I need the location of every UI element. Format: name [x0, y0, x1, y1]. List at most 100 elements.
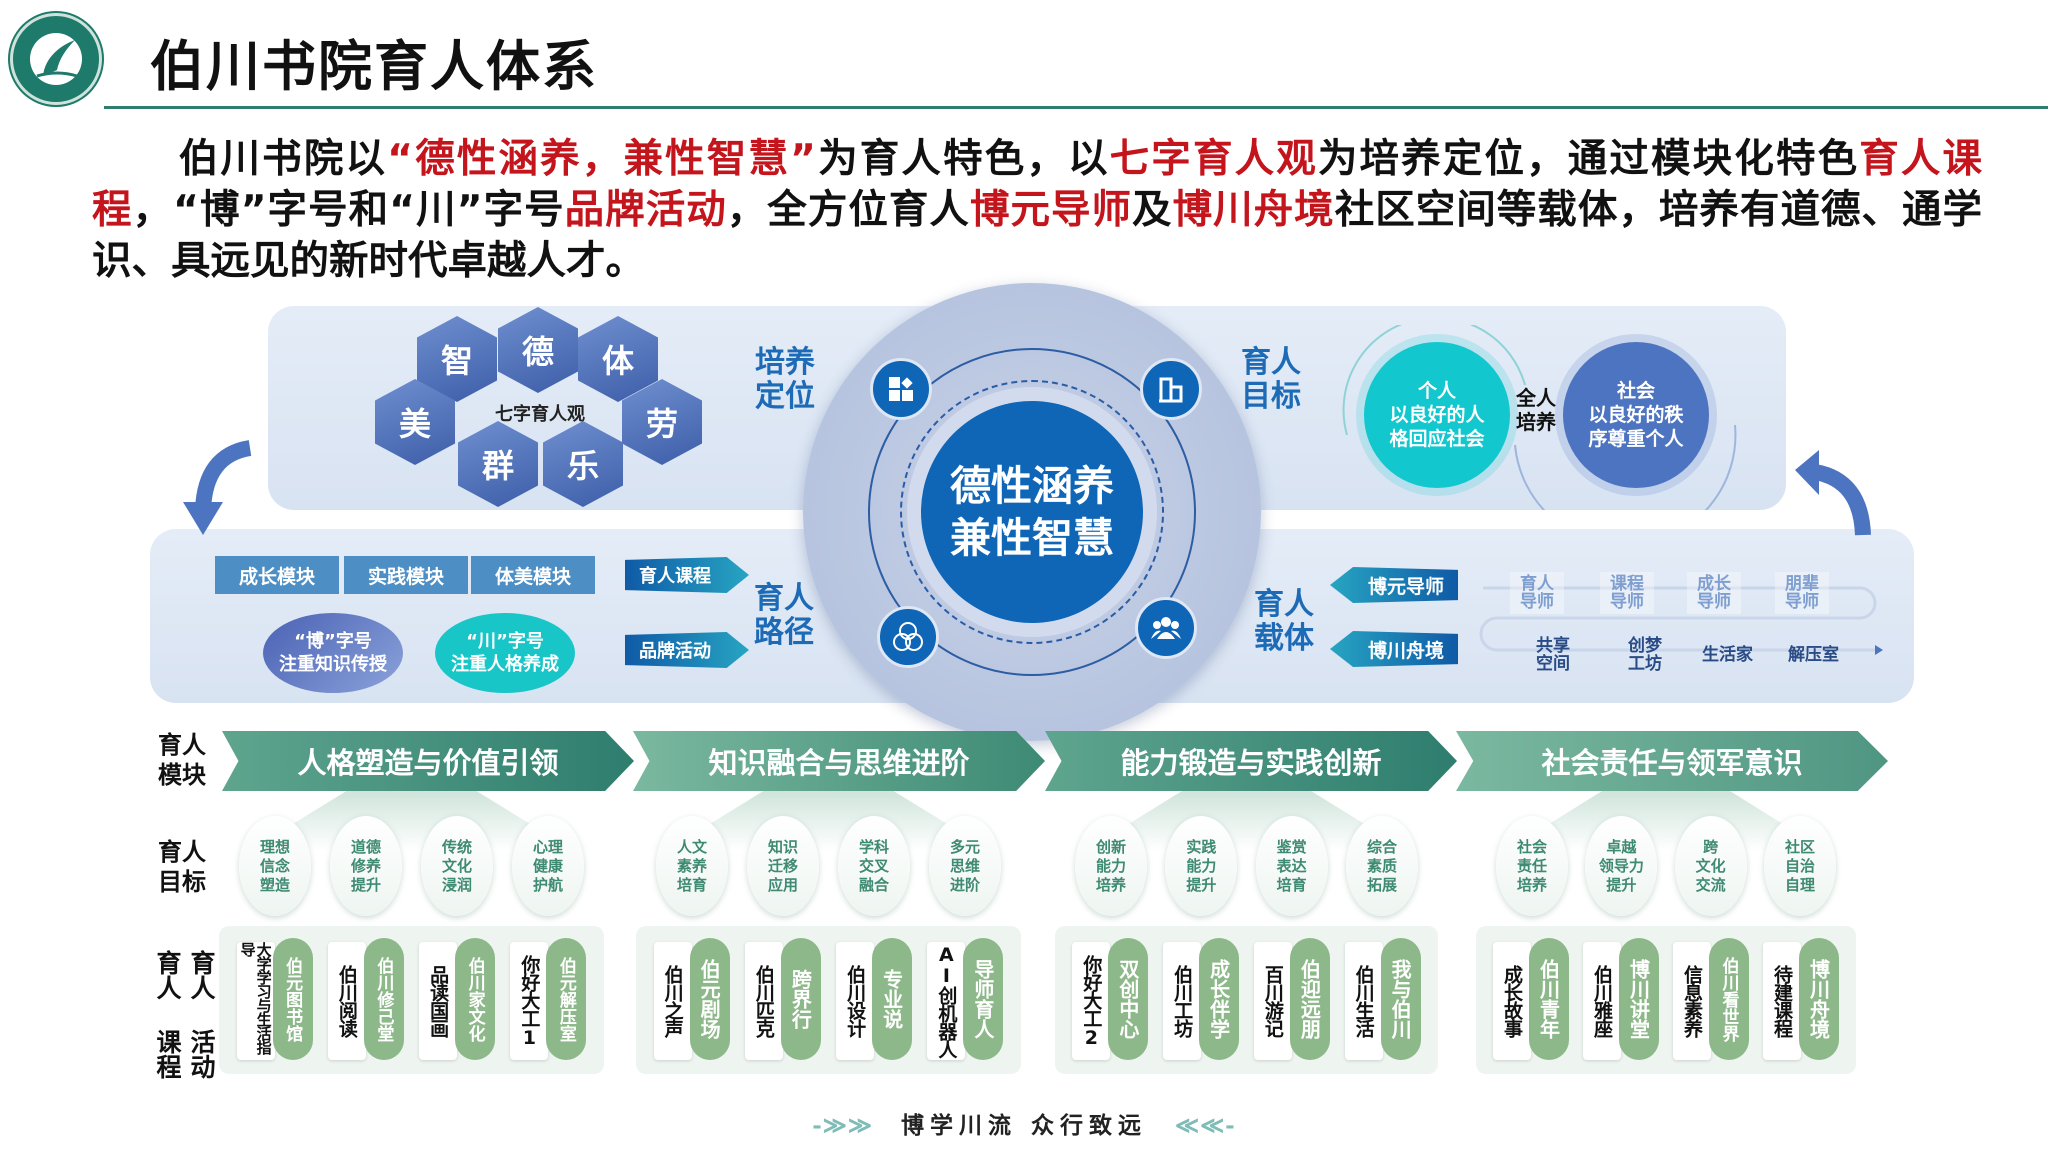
goal-ellipse: 多元 思维 进阶 — [929, 816, 1001, 916]
course-activity-pair: 大学学习与生活指导伯元图书馆 — [236, 938, 313, 1062]
intro-paragraph: 伯川书院以“德性涵养，兼性智慧”为育人特色，以七字育人观为培养定位，通过模块化特… — [92, 136, 1983, 284]
course-label: 百川游记 — [1253, 942, 1292, 1060]
footer-motto: -≫≫ 博学川流 众行致远 ≪≪- — [812, 1112, 1236, 1139]
space-item: 解压室 — [1788, 645, 1839, 665]
title-divider — [104, 106, 2048, 109]
label-positioning: 培养 定位 — [755, 345, 815, 414]
cycle-dashed-ring — [900, 380, 1164, 644]
activity-group: 成长故事伯川青年伯川雅座博川讲堂信息素养伯川看世界待建课程博川舟境 — [1476, 926, 1856, 1074]
row-label-goals: 育人 目标 — [158, 838, 206, 896]
space-item: 生活家 — [1702, 645, 1753, 665]
course-label: 你好大工1 — [510, 942, 549, 1060]
mentor-item: 育人 导师 — [1510, 572, 1564, 614]
core-motto: 德性涵养兼性智慧 — [921, 401, 1143, 623]
goal-ellipse: 心理 健康 护航 — [512, 816, 584, 916]
chuan-brand: “川”字号 注重人格养成 — [435, 613, 575, 693]
people-group-icon — [1135, 597, 1197, 659]
goal-cycle-arcs — [1342, 325, 1737, 510]
venn-circles-icon — [877, 606, 939, 668]
course-activity-pair: 伯川设计专业说 — [836, 938, 913, 1062]
module-chevron: 人格塑造与价值引领 — [222, 731, 634, 791]
course-label: 你好大工2 — [1072, 942, 1111, 1060]
goal-ellipse: 理想 信念 塑造 — [239, 816, 311, 916]
activity-label: 双创中心 — [1108, 938, 1149, 1060]
course-label: 成长故事 — [1493, 942, 1531, 1060]
goal-individual: 个人 以良好的人 格回应社会 — [1364, 342, 1510, 488]
course-activity-pair: 伯川工坊成长伴学 — [1163, 938, 1240, 1062]
curved-arrow-up-icon — [1795, 450, 1871, 536]
goal-ellipse: 传统 文化 浸润 — [421, 816, 493, 916]
cycle-ring — [868, 348, 1196, 676]
goal-ellipse: 学科 交叉 融合 — [838, 816, 910, 916]
activity-label: 导师育人 — [963, 938, 1004, 1060]
activity-label: 伯川家文化 — [455, 938, 496, 1060]
row-label-modules: 育人 模块 — [158, 731, 206, 789]
course-label: 伯川设计 — [836, 942, 875, 1060]
course-activity-pair: 品读国画伯川家文化 — [419, 938, 496, 1062]
bo-brand: “博”字号 注重知识传授 — [263, 613, 403, 693]
activity-label: 我与伯川 — [1380, 938, 1421, 1060]
course-activity-pair: 伯川之声伯元剧场 — [653, 938, 730, 1062]
space-tag: 博川舟境 — [1330, 631, 1458, 667]
activity-label: 伯元解压室 — [546, 938, 587, 1060]
mentor-item: 课程 导师 — [1600, 572, 1654, 614]
activity-label: 专业说 — [872, 938, 913, 1060]
course-activity-pair: 待建课程博川舟境 — [1763, 938, 1839, 1062]
label-path: 育人 路径 — [754, 581, 814, 650]
space-item: 创梦 工坊 — [1628, 636, 1662, 674]
goal-ellipse: 卓越 领导力 提升 — [1585, 816, 1658, 916]
hex-mei: 美 — [375, 379, 455, 465]
module-chevron: 社会责任与领军意识 — [1456, 731, 1888, 791]
goal-ellipse: 实践 能力 提升 — [1165, 816, 1238, 916]
building-icon — [1140, 358, 1202, 420]
module-practice: 实践模块 — [344, 556, 468, 594]
course-label: 信息素养 — [1673, 942, 1711, 1060]
goal-ellipse: 鉴赏 表达 培育 — [1255, 816, 1328, 916]
goal-ellipse: 人文 素养 培育 — [656, 816, 728, 916]
course-label: 伯川阅读 — [327, 942, 366, 1060]
activity-label: 伯川青年 — [1529, 938, 1569, 1060]
goal-ellipse: 创新 能力 培养 — [1075, 816, 1147, 916]
course-label: 伯川雅座 — [1583, 942, 1621, 1060]
activity-label: 伯川修己堂 — [363, 938, 404, 1060]
goal-ellipse: 社区 自治 自理 — [1764, 816, 1836, 916]
course-activity-pair: 成长故事伯川青年 — [1493, 938, 1569, 1062]
module-sports-arts: 体美模块 — [471, 556, 595, 594]
course-activity-pair: AI创机器人导师育人 — [927, 938, 1004, 1062]
activity-label: 成长伴学 — [1199, 938, 1240, 1060]
mentor-item: 朋辈 导师 — [1775, 572, 1829, 614]
activity-label: 伯迎远朋 — [1289, 938, 1330, 1060]
goal-ellipse: 道德 修养 提升 — [330, 816, 402, 916]
course-activity-pair: 伯川阅读伯川修己堂 — [327, 938, 404, 1062]
goal-ellipse: 社会 责任 培养 — [1496, 816, 1568, 916]
activity-label: 博川讲堂 — [1619, 938, 1659, 1060]
course-label: 伯川匹克 — [744, 942, 783, 1060]
activity-label: 博川舟境 — [1799, 938, 1839, 1060]
goal-ellipse: 知识 迁移 应用 — [747, 816, 819, 916]
page-title: 伯川书院育人体系 — [150, 35, 598, 98]
goal-ellipse: 综合 素质 拓展 — [1346, 816, 1418, 916]
label-carrier: 育人 载体 — [1254, 587, 1314, 656]
label-goal: 育人 目标 — [1241, 345, 1301, 414]
row-label-activities: 育人 活动 — [187, 950, 216, 1079]
carrier-track — [1479, 586, 1883, 655]
course-label: 待建课程 — [1763, 942, 1801, 1060]
activity-label: 伯元图书馆 — [272, 938, 313, 1060]
course-label: 伯川之声 — [653, 942, 692, 1060]
course-activity-pair: 伯川匹克跨界行 — [744, 938, 821, 1062]
course-activity-pair: 信息素养伯川看世界 — [1673, 938, 1749, 1062]
activity-label: 伯元剧场 — [689, 938, 730, 1060]
module-chevron: 能力锻造与实践创新 — [1045, 731, 1457, 791]
course-label: 大学学习与生活指导 — [236, 942, 275, 1060]
course-activity-pair: 伯川生活我与伯川 — [1344, 938, 1421, 1062]
course-label: 伯川生活 — [1344, 942, 1383, 1060]
row-label-courses: 育人 课程 — [153, 950, 182, 1079]
module-growth: 成长模块 — [215, 556, 339, 594]
module-chevron: 知识融合与思维进阶 — [633, 731, 1045, 791]
curved-arrow-down-icon — [183, 440, 252, 535]
